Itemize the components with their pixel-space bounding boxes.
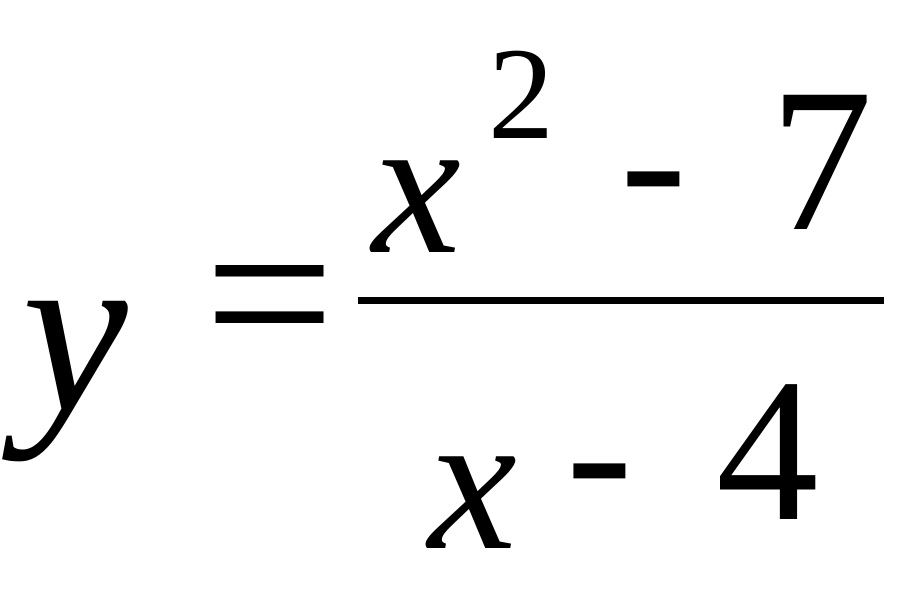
math-formula: y = x 2 - 7 x - 4 bbox=[22, 20, 884, 582]
numerator-variable: x bbox=[372, 75, 461, 296]
numerator-exponent: 2 bbox=[488, 20, 554, 167]
numerator-minus-sign: - bbox=[620, 49, 687, 270]
denominator-minus-sign: - bbox=[566, 341, 633, 562]
denominator-constant: 4 bbox=[716, 337, 819, 564]
denominator-variable: x bbox=[428, 371, 517, 592]
formula-lhs-variable: y bbox=[22, 199, 128, 462]
equals-sign: = bbox=[204, 165, 335, 422]
fraction-bar bbox=[358, 297, 884, 304]
numerator-constant: 7 bbox=[770, 47, 873, 274]
